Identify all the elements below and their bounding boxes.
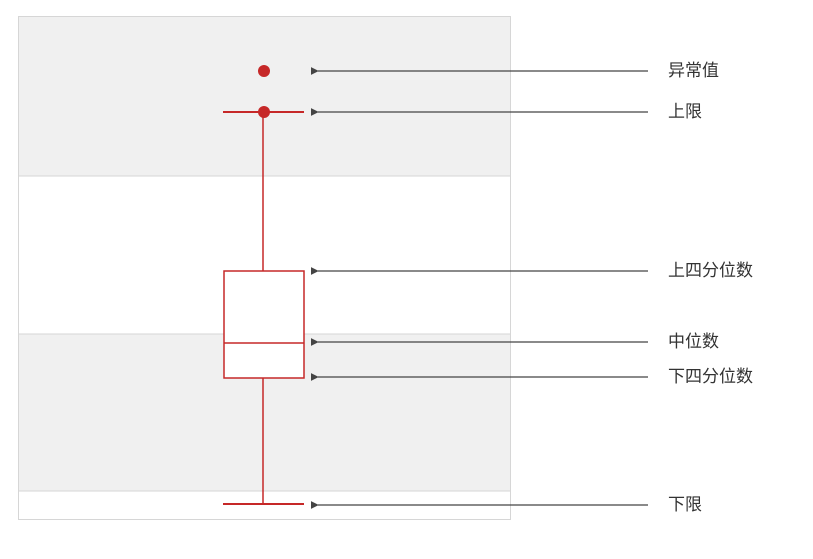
label-lower-quartile: 下四分位数	[668, 367, 753, 387]
background-panel	[18, 16, 511, 520]
box-plot	[223, 65, 305, 505]
panel-border	[18, 16, 511, 520]
upper-limit-point	[258, 106, 270, 118]
label-lower-limit: 下限	[668, 495, 702, 515]
label-upper-quartile: 上四分位数	[668, 261, 753, 281]
label-upper-limit: 上限	[668, 102, 702, 122]
annotation-arrows	[310, 67, 648, 509]
quartile-box	[223, 270, 305, 379]
label-outlier: 异常值	[668, 61, 719, 81]
label-median: 中位数	[668, 332, 719, 352]
annotation-labels: 异常值 上限 上四分位数 中位数 下四分位数 下限	[668, 61, 753, 515]
outlier-point	[258, 65, 270, 77]
band-top	[18, 16, 511, 176]
